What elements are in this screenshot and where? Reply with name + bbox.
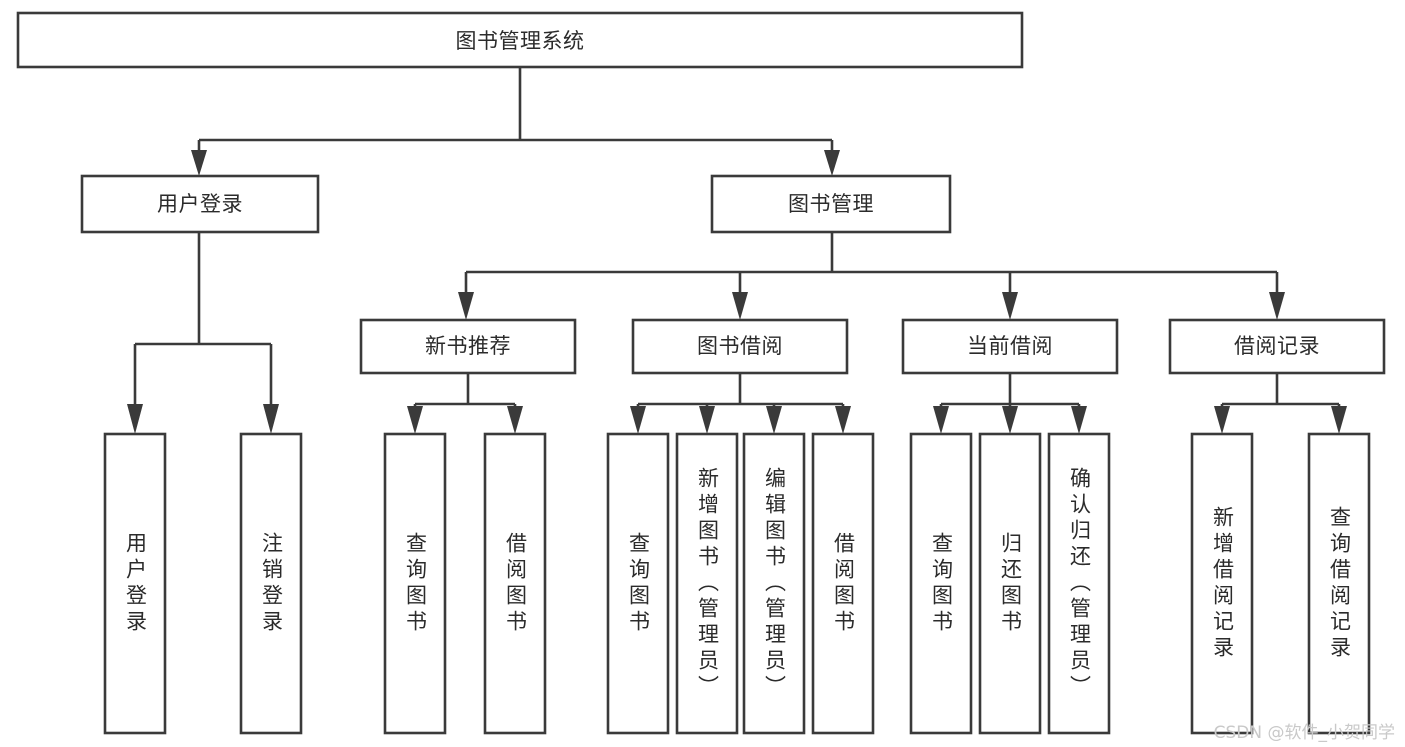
- node-book-borrow-label: 图书借阅: [697, 334, 783, 358]
- node-borrow-record-label: 借阅记录: [1234, 334, 1320, 358]
- arrowhead-bookborrow-leaf-1: [630, 406, 646, 434]
- node-current-borrow-box[interactable]: [901, 318, 1119, 375]
- leaf-box-newbook-query[interactable]: [383, 432, 447, 735]
- leaf-box-current-query[interactable]: [909, 432, 973, 735]
- arrowhead-bookborrow-leaf-4: [835, 406, 851, 434]
- node-new-book-recommend[interactable]: 新书推荐: [359, 318, 577, 375]
- node-borrow-record-box[interactable]: [1168, 318, 1386, 375]
- arrowhead-currentborrow-leaf-3: [1071, 406, 1087, 434]
- arrowhead-bookborrow-leaf-2: [699, 406, 715, 434]
- node-book-manage[interactable]: 图书管理: [710, 174, 952, 234]
- node-root-box[interactable]: [16, 11, 1024, 69]
- arrowhead-book-borrow: [732, 292, 748, 320]
- node-book-manage-box[interactable]: [710, 174, 952, 234]
- arrowhead-currentborrow-leaf-1: [933, 406, 949, 434]
- leaf-box-current-return[interactable]: [978, 432, 1042, 735]
- arrowhead-new-book-recommend: [458, 292, 474, 320]
- arrowhead-leaf-user-login: [127, 404, 143, 434]
- leaf-box-borrow-query[interactable]: [606, 432, 670, 735]
- leaf-box-record-query[interactable]: [1307, 432, 1371, 735]
- arrowhead-newbook-leaf-1: [407, 406, 423, 434]
- leaf-box-user-login[interactable]: [103, 432, 167, 735]
- node-root[interactable]: 图书管理系统: [16, 11, 1024, 69]
- leaf-box-borrow-add-admin[interactable]: [675, 432, 739, 735]
- leaf-box-current-confirm-admin[interactable]: [1047, 432, 1111, 735]
- node-new-book-recommend-label: 新书推荐: [425, 334, 511, 358]
- arrowhead-borrow-record: [1269, 292, 1285, 320]
- arrowhead-leaf-logout: [263, 404, 279, 434]
- node-book-borrow[interactable]: 图书借阅: [631, 318, 849, 375]
- node-new-book-recommend-box[interactable]: [359, 318, 577, 375]
- watermark-text: CSDN @软件_小贺同学: [1213, 723, 1395, 743]
- arrowhead-newbook-leaf-2: [507, 406, 523, 434]
- node-current-borrow[interactable]: 当前借阅: [901, 318, 1119, 375]
- node-user-login[interactable]: 用户登录: [80, 174, 320, 234]
- arrowhead-borrowrecord-leaf-1: [1214, 406, 1230, 434]
- leaf-box-logout[interactable]: [239, 432, 303, 735]
- leaf-box-record-add[interactable]: [1190, 432, 1254, 735]
- connector-layer: [127, 67, 1347, 434]
- arrowhead-current-borrow: [1002, 292, 1018, 320]
- node-book-borrow-box[interactable]: [631, 318, 849, 375]
- leaf-box-borrow-edit-admin[interactable]: [742, 432, 806, 735]
- arrowhead-user-login: [191, 150, 207, 176]
- node-borrow-record[interactable]: 借阅记录: [1168, 318, 1386, 375]
- node-book-manage-label: 图书管理: [788, 192, 874, 216]
- node-current-borrow-label: 当前借阅: [967, 334, 1053, 358]
- node-user-login-box[interactable]: [80, 174, 320, 234]
- node-user-login-label: 用户登录: [157, 192, 243, 216]
- arrowhead-currentborrow-leaf-2: [1002, 406, 1018, 434]
- arrowhead-borrowrecord-leaf-2: [1331, 406, 1347, 434]
- leaf-box-borrow-lend[interactable]: [811, 432, 875, 735]
- leaf-box-newbook-borrow[interactable]: [483, 432, 547, 735]
- arrowhead-bookborrow-leaf-3: [766, 406, 782, 434]
- arrowhead-book-manage: [824, 150, 840, 176]
- node-root-label: 图书管理系统: [456, 29, 585, 53]
